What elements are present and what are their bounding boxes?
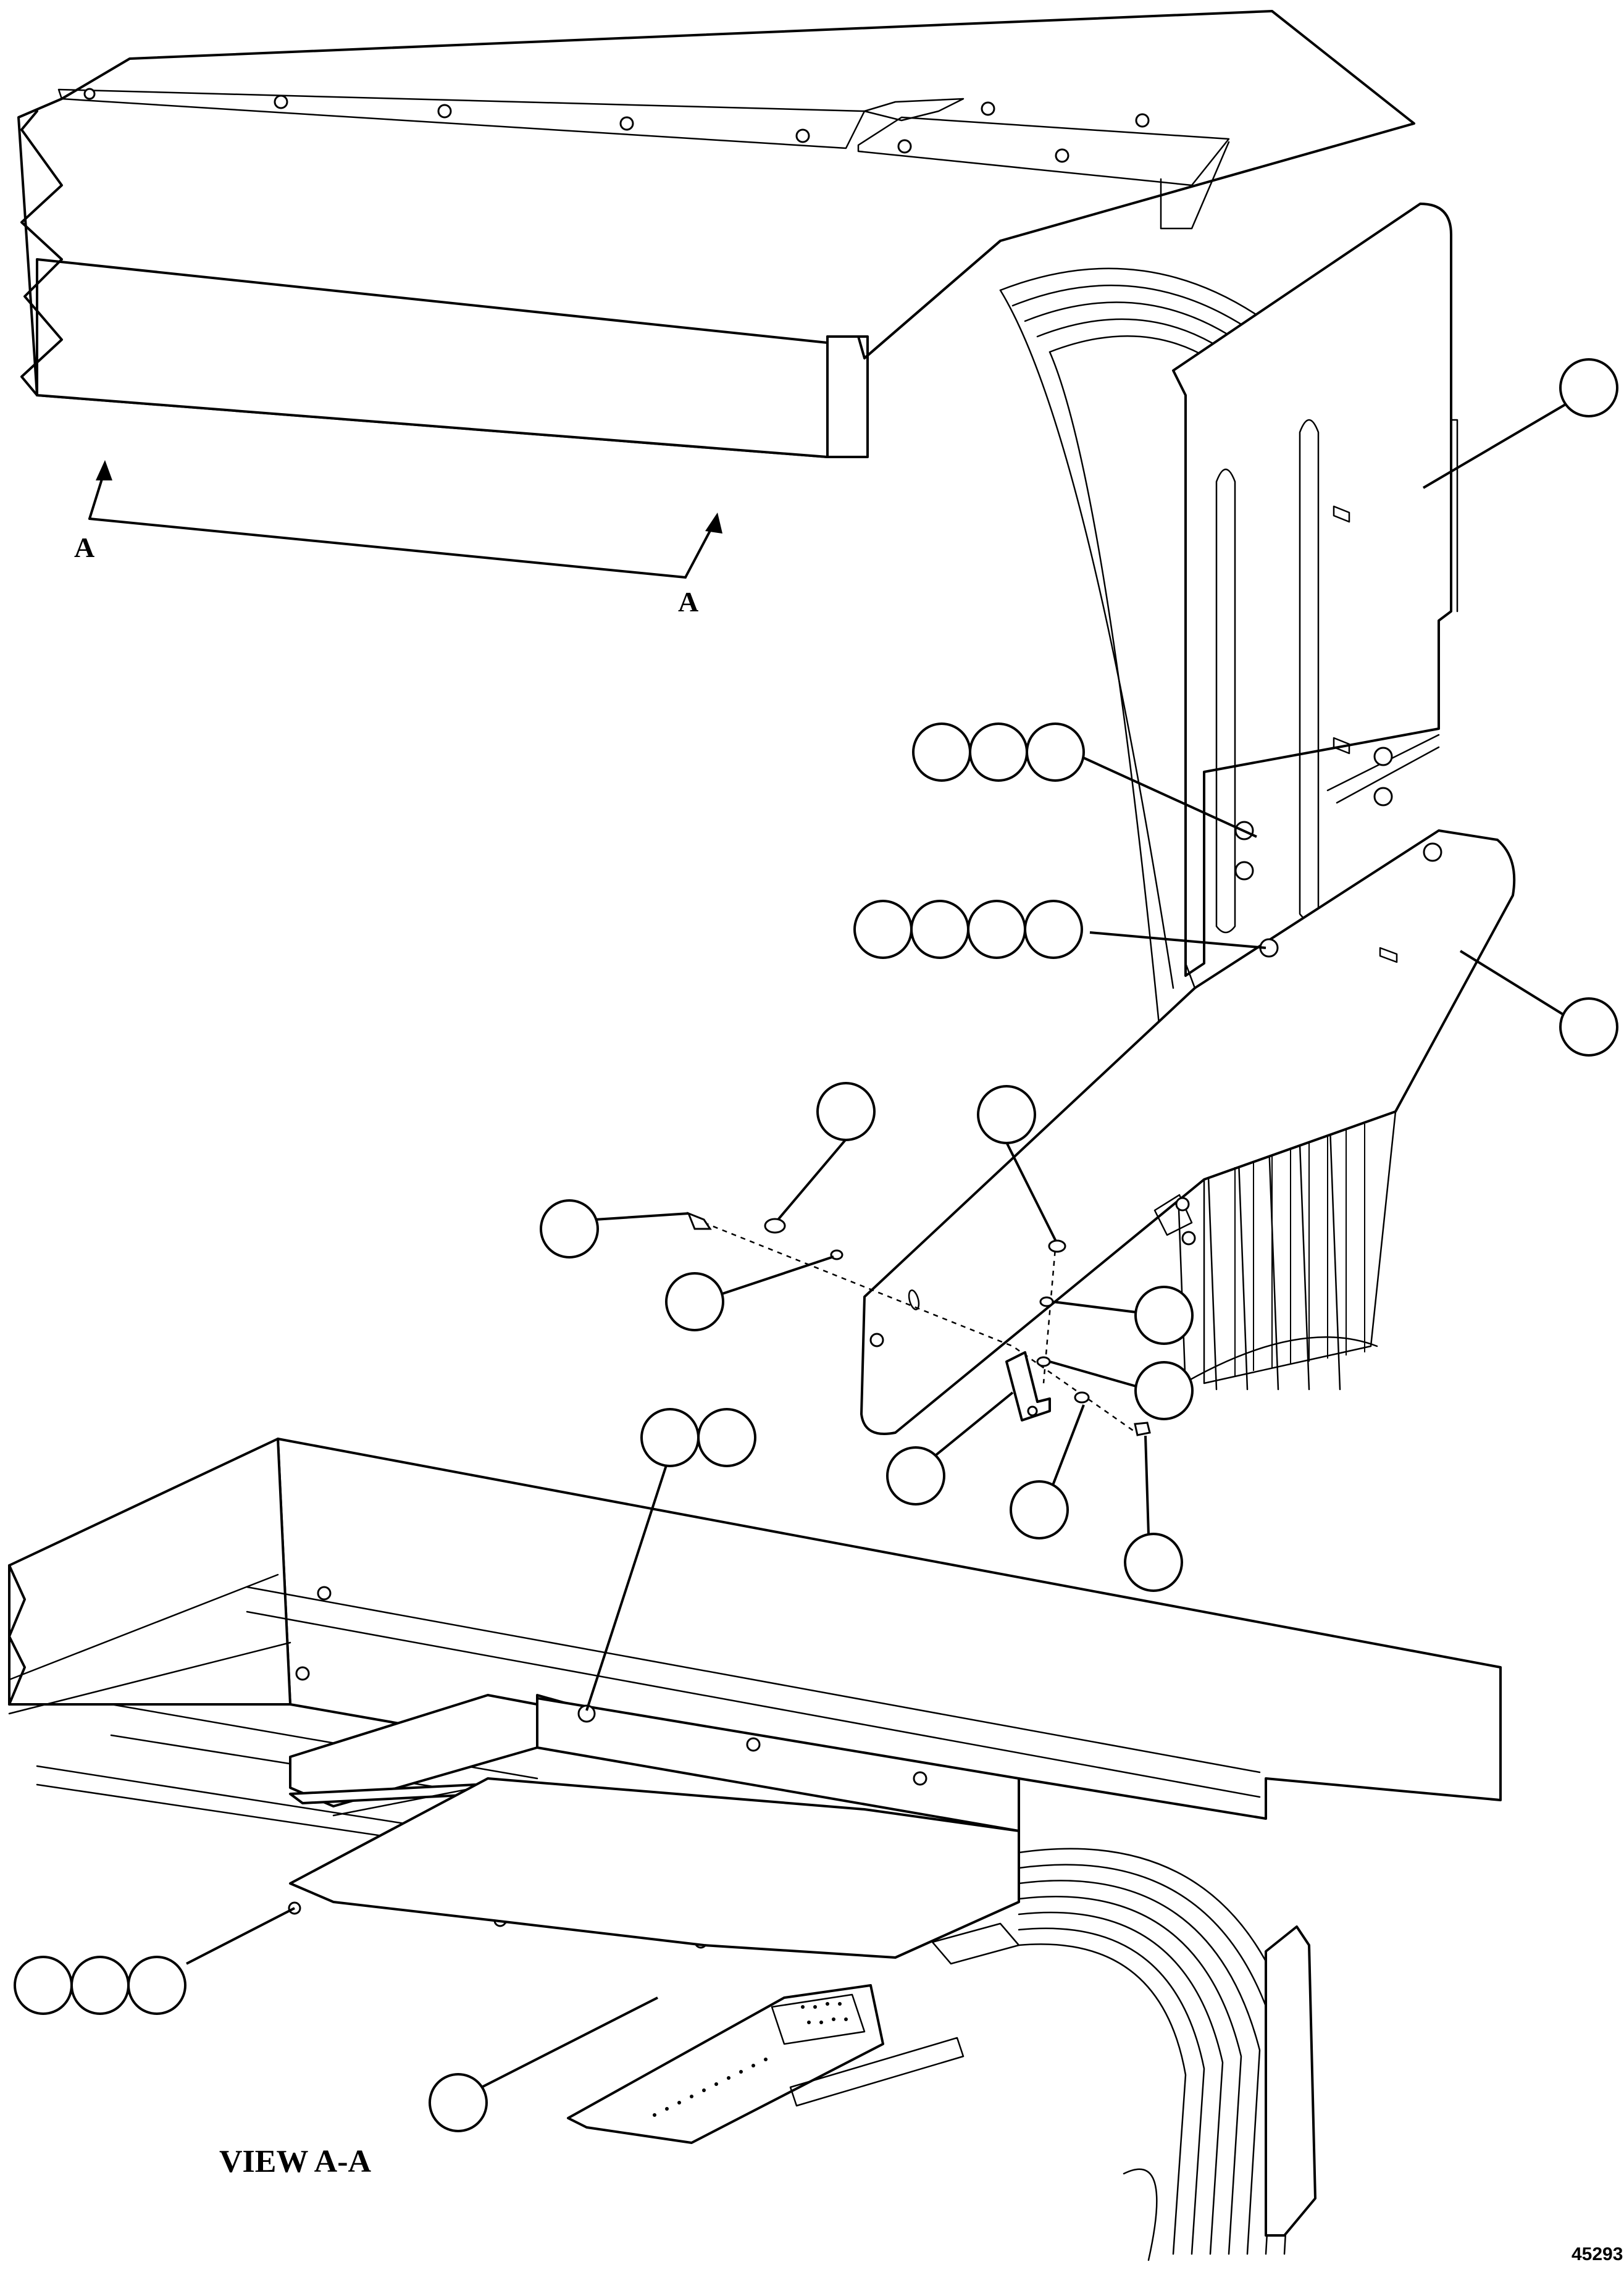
exploded-hardware	[687, 1212, 1151, 1436]
lower-assembly	[8, 1438, 1502, 2261]
section-letter-right: A	[678, 586, 698, 618]
callout-bottom-panel	[429, 1996, 658, 2132]
top-cover-bolts	[83, 88, 1150, 163]
callout-bracket-hardware-upper	[912, 722, 1257, 838]
top-cover-assembly	[17, 10, 1415, 458]
view-label: VIEW A-A	[219, 2144, 372, 2179]
callout-bottom-left-group	[14, 1907, 295, 2015]
callouts	[14, 358, 1618, 2132]
tray-perforations	[653, 2002, 848, 2117]
section-marker-a-a: A A	[74, 460, 722, 618]
drawing-number: 45293	[1572, 2244, 1623, 2264]
callout-top-panel	[1422, 358, 1618, 489]
callout-bottom-fastener-pair	[585, 1408, 756, 1711]
callout-bracket-hardware-lower	[853, 900, 1266, 959]
lower-angled-panel	[860, 829, 1516, 1435]
callout-exploded-hardware	[540, 1082, 1194, 1592]
callout-lower-panel	[1459, 950, 1618, 1057]
section-letter-left: A	[74, 532, 94, 563]
